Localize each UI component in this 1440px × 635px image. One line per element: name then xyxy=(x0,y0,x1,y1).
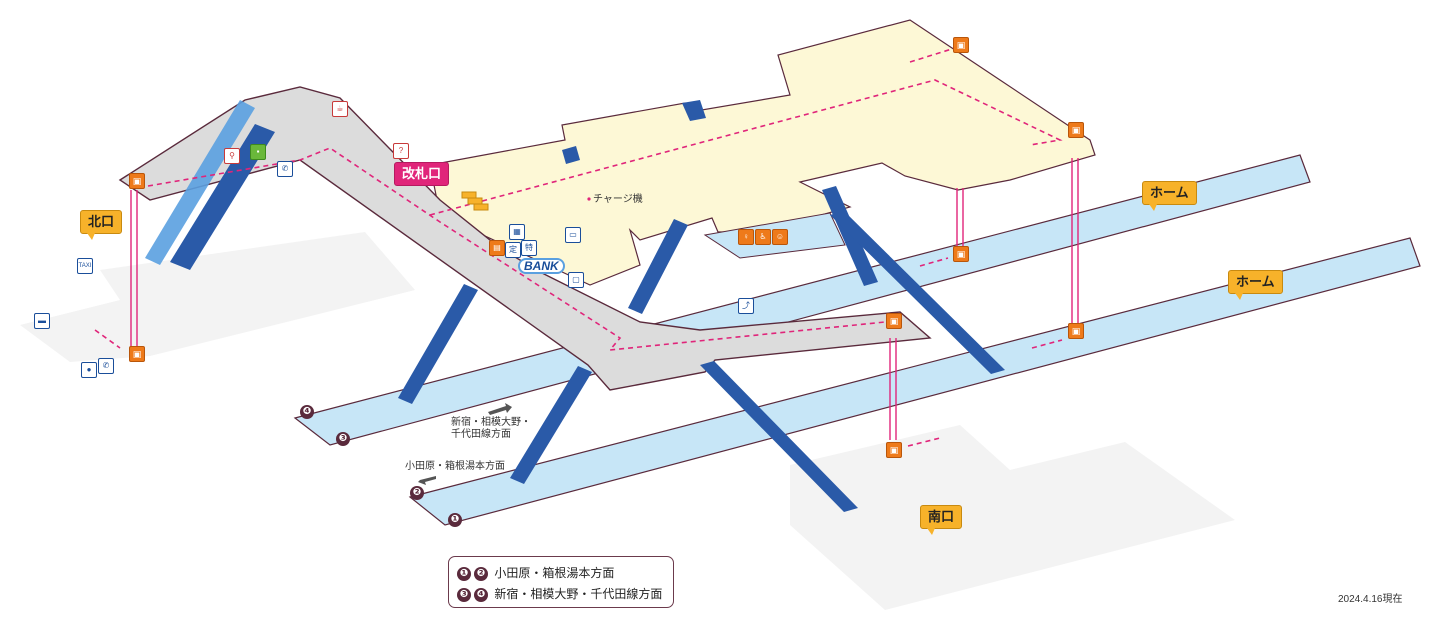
direction-shinjuku-line1: 新宿・相模大野・ xyxy=(451,417,531,428)
toilet-icon: ♀ xyxy=(738,229,754,245)
stairs-6 xyxy=(830,211,1005,374)
elevator-north-lower-icon: ▣ xyxy=(129,346,145,362)
charge-machine-label: チャージ機 xyxy=(593,194,643,205)
phone-icon-north: ✆ xyxy=(98,358,114,374)
elevator-platform-upper-icon: ▣ xyxy=(953,246,969,262)
south-exit-text: 南口 xyxy=(928,509,955,524)
platform-number-3: ❸ xyxy=(336,432,350,446)
stairs-8 xyxy=(562,146,580,164)
as-of-date: 2024.4.16現在 xyxy=(1338,594,1403,605)
platform-number-2: ❷ xyxy=(410,486,424,500)
escalator-icon: ⤴ xyxy=(738,298,754,314)
lost-found-icon: ? xyxy=(393,143,409,159)
fare-adjust-icon: 定 xyxy=(505,242,521,258)
stairs-4 xyxy=(628,219,688,314)
restaurant-icon: ⚲ xyxy=(224,148,240,164)
baby-icon: ☺ xyxy=(772,229,788,245)
coin-locker-icon: ▭ xyxy=(565,227,581,243)
arrow-odawara xyxy=(418,476,436,485)
elevator-platform-lower-icon: ▣ xyxy=(1068,323,1084,339)
escalator-north xyxy=(145,100,255,265)
taxi-icon: TAXI xyxy=(77,258,93,274)
north-plaza xyxy=(20,232,415,362)
direction-shinjuku-line2: 千代田線方面 xyxy=(451,429,511,440)
platform-number-1: ❶ xyxy=(448,513,462,527)
phone-icon-walkway: ✆ xyxy=(277,161,293,177)
platform-lower-label: ホーム xyxy=(1228,270,1283,300)
legend-num-2: ❷ xyxy=(474,566,488,581)
direction-odawara: 小田原・箱根湯本方面 xyxy=(405,461,505,472)
fare-icon: ▤ xyxy=(489,240,505,256)
legend-text-1: 小田原・箱根湯本方面 xyxy=(494,566,615,580)
elevator-concourse-icon: ▣ xyxy=(1068,122,1084,138)
north-exit-label: 北口 xyxy=(80,210,123,240)
south-plaza xyxy=(790,425,1235,610)
shop-icon: ▪ xyxy=(250,144,266,160)
stairs-3 xyxy=(510,366,592,484)
bus-icon: ▬ xyxy=(34,313,50,329)
platform-lower-text: ホーム xyxy=(1236,274,1275,289)
legend-num-1: ❶ xyxy=(457,566,471,581)
concourse-main xyxy=(429,19,1096,286)
cafe-icon: ☕ xyxy=(332,101,348,117)
stairs-group xyxy=(170,100,1005,512)
bank-label: BANK xyxy=(518,258,565,274)
legend-num-4: ❹ xyxy=(474,587,488,602)
walkway xyxy=(118,86,932,391)
stairs-7 xyxy=(700,361,858,512)
info-icon: ● xyxy=(81,362,97,378)
south-exit-label: 南口 xyxy=(920,505,963,535)
ticket-office-icon: ▦ xyxy=(509,224,525,240)
elevator-north-upper-icon: ▣ xyxy=(129,173,145,189)
stairs-2 xyxy=(398,284,478,404)
charge-machine-dot xyxy=(587,197,591,201)
legend-num-3: ❸ xyxy=(457,587,471,602)
platform-upper xyxy=(293,154,1311,446)
ticket-gate-text: 改札口 xyxy=(402,166,442,181)
ticket-gates xyxy=(461,191,489,211)
elevator-top-icon: ▣ xyxy=(953,37,969,53)
ticket-gate-label: 改札口 xyxy=(394,162,450,186)
barrier-free-route xyxy=(94,47,1063,447)
legend-text-2: 新宿・相模大野・千代田線方面 xyxy=(494,587,663,601)
platform-upper-text: ホーム xyxy=(1150,185,1189,200)
reserved-ticket-icon: 特 xyxy=(521,240,537,256)
elevator-south-icon: ▣ xyxy=(886,442,902,458)
stairs-5 xyxy=(822,186,878,286)
north-exit-text: 北口 xyxy=(88,214,115,229)
atm-icon: ▢ xyxy=(568,272,584,288)
platform-number-4: ❹ xyxy=(300,405,314,419)
stairs-9 xyxy=(682,100,706,121)
stairs-1 xyxy=(170,124,275,270)
arrow-shinjuku xyxy=(488,403,512,415)
elevator-walkway-icon: ▣ xyxy=(886,313,902,329)
elevator-shafts xyxy=(130,158,1079,440)
platform-upper-label: ホーム xyxy=(1142,181,1197,211)
wheelchair-icon: ♿ xyxy=(755,229,771,245)
